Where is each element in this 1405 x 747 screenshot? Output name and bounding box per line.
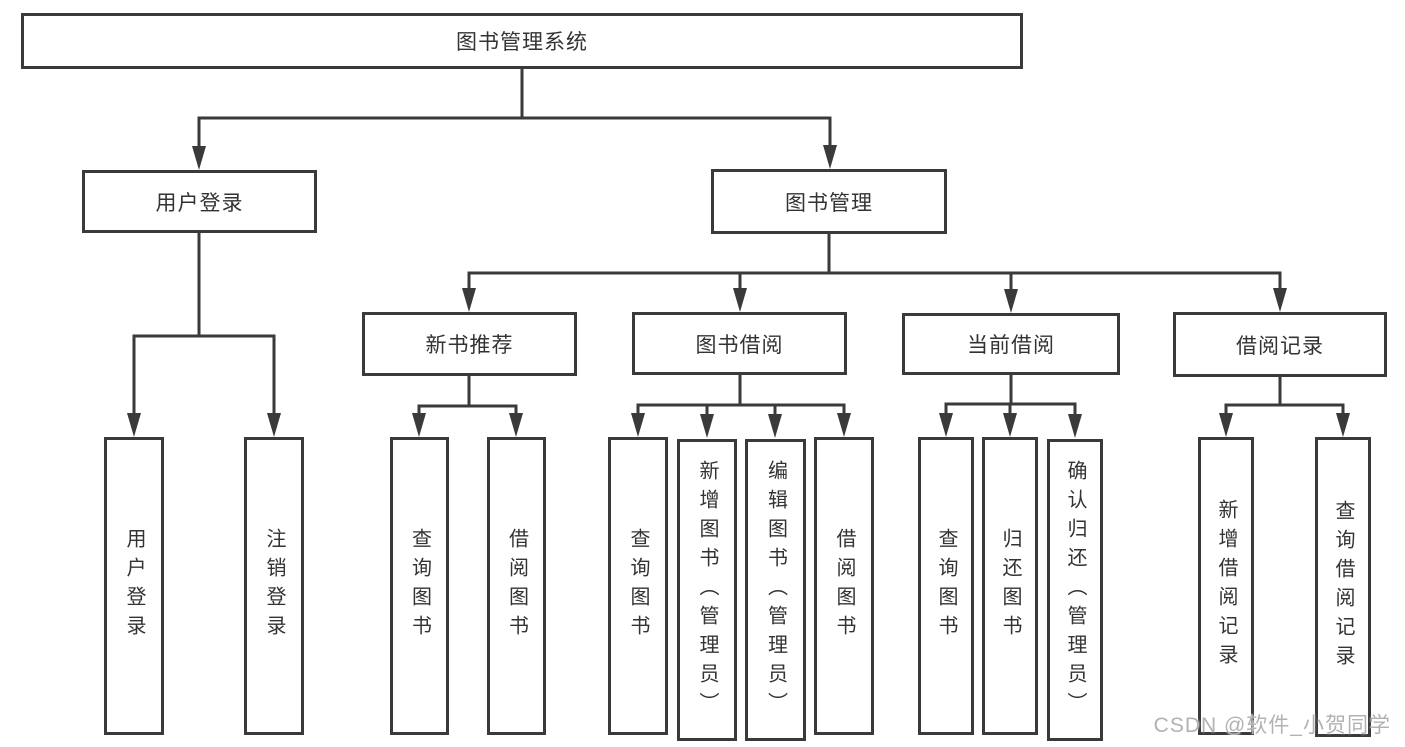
leaf-return-books-label: 归还图书 (999, 528, 1021, 644)
leaf-query-books-borrow-label: 查询图书 (627, 528, 649, 644)
leaf-borrow-books: 借阅图书 (814, 437, 874, 735)
node-book-management: 图书管理 (711, 169, 947, 234)
leaf-query-borrow-record: 查询借阅记录 (1315, 437, 1371, 737)
node-borrow-records-label: 借阅记录 (1236, 334, 1324, 358)
node-root: 图书管理系统 (21, 13, 1023, 69)
leaf-borrow-books-label: 借阅图书 (833, 528, 855, 644)
leaf-query-books-current-label: 查询图书 (935, 528, 957, 644)
leaf-borrow-books-recommend: 借阅图书 (487, 437, 546, 735)
leaf-edit-books-admin: 编辑图书（管理员） (745, 439, 806, 741)
node-user-login: 用户登录 (82, 170, 317, 233)
node-new-book-recommend: 新书推荐 (362, 312, 577, 376)
node-new-book-recommend-label: 新书推荐 (425, 334, 514, 357)
leaf-add-borrow-record-label: 新增借阅记录 (1215, 499, 1237, 673)
node-current-borrow: 当前借阅 (902, 313, 1120, 375)
leaf-edit-books-admin-label: 编辑图书（管理员） (764, 459, 787, 721)
leaf-query-books-recommend: 查询图书 (390, 437, 449, 735)
csdn-watermark: CSDN @软件_小贺同学 (1153, 714, 1391, 737)
leaf-add-borrow-record: 新增借阅记录 (1198, 437, 1254, 735)
node-book-borrow: 图书借阅 (632, 312, 847, 375)
leaf-query-borrow-record-label: 查询借阅记录 (1332, 500, 1354, 674)
leaf-query-books-borrow: 查询图书 (608, 437, 668, 735)
leaf-confirm-return-admin-label: 确认归还（管理员） (1064, 459, 1086, 721)
leaf-return-books: 归还图书 (982, 437, 1038, 735)
node-borrow-records: 借阅记录 (1173, 312, 1387, 377)
leaf-add-books-admin: 新增图书（管理员） (677, 439, 737, 741)
leaf-user-login-label: 用户登录 (123, 528, 145, 644)
leaf-query-books-recommend-label: 查询图书 (408, 528, 431, 644)
leaf-add-books-admin-label: 新增图书（管理员） (696, 459, 718, 721)
leaf-borrow-books-recommend-label: 借阅图书 (505, 528, 528, 644)
leaf-user-login: 用户登录 (104, 437, 164, 735)
leaf-logout-label: 注销登录 (263, 528, 285, 644)
node-book-borrow-label: 图书借阅 (695, 333, 784, 357)
node-root-label: 图书管理系统 (456, 31, 588, 54)
leaf-query-books-current: 查询图书 (918, 437, 974, 735)
node-current-borrow-label: 当前借阅 (967, 334, 1055, 357)
leaf-logout: 注销登录 (244, 437, 304, 735)
node-book-management-label: 图书管理 (785, 191, 873, 215)
leaf-confirm-return-admin: 确认归还（管理员） (1047, 439, 1103, 741)
node-user-login-label: 用户登录 (155, 191, 244, 215)
